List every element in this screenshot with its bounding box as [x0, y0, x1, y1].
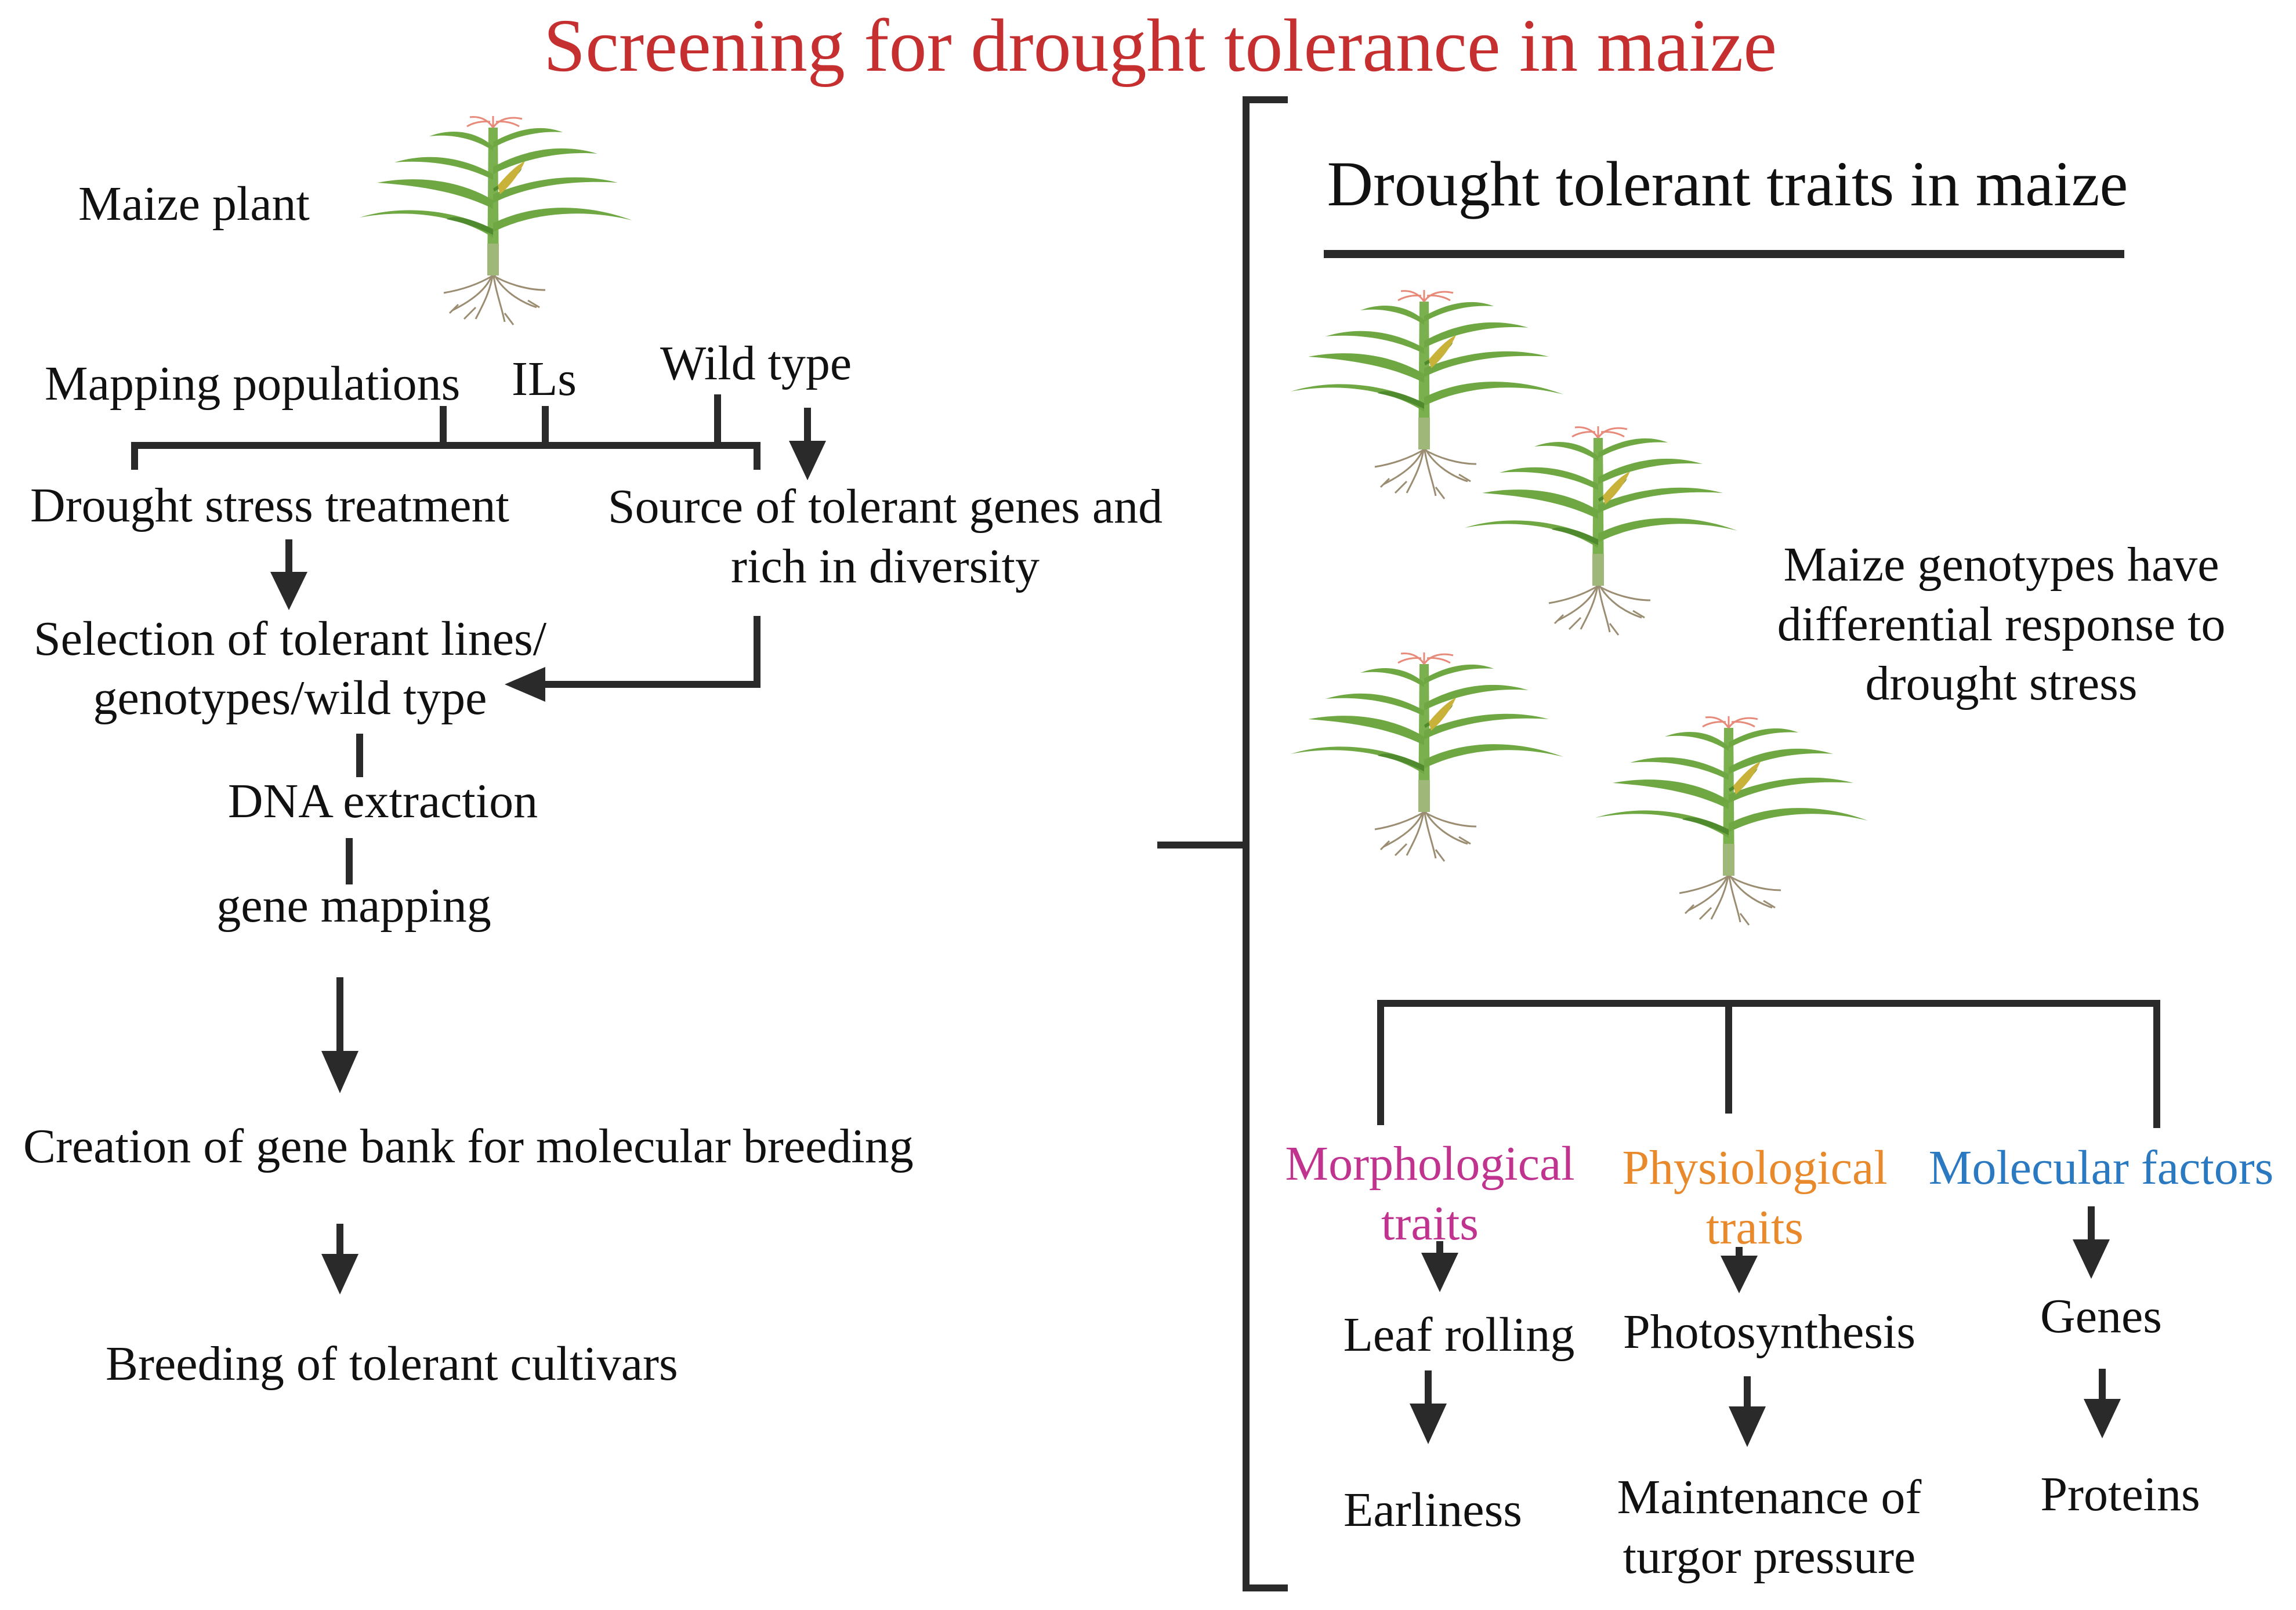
maize-plant-illustration-2	[1464, 425, 1739, 636]
maize-plant-illustration-3	[1290, 651, 1565, 862]
photosynthesis: Photosynthesis	[1623, 1305, 1916, 1359]
genotype-note-line2: differential response to	[1777, 597, 2226, 651]
genotype-note-line3: drought stress	[1865, 657, 2138, 710]
turgor-maintenance-line1: Maintenance of	[1617, 1470, 1922, 1524]
leaf-rolling: Leaf rolling	[1343, 1308, 1575, 1362]
maize-plant-illustration-4	[1594, 715, 1869, 926]
traits-arrows	[1410, 1206, 2121, 1447]
physiological-traits-label-line1: Physiological	[1622, 1141, 1888, 1195]
physiological-traits-label-line2: traits	[1706, 1201, 1804, 1254]
ils-label: ILs	[512, 352, 577, 406]
tolerant-source-line1: Source of tolerant genes and	[607, 480, 1163, 534]
selection-line1: Selection of tolerant lines/	[33, 612, 547, 666]
genotype-note-line1: Maize genotypes have	[1783, 538, 2219, 592]
morphological-traits-label-line1: Morphological	[1285, 1137, 1575, 1191]
maize-plant-illustration-1	[1290, 289, 1565, 500]
left-flow-connectors	[131, 394, 760, 884]
gene-mapping: gene mapping	[216, 879, 491, 933]
genes: Genes	[2040, 1289, 2162, 1343]
tolerant-source-line2: rich in diversity	[731, 539, 1040, 593]
wild-type-label: Wild type	[660, 336, 852, 390]
left-flow-arrows	[270, 408, 826, 1294]
drought-stress-treatment: Drought stress treatment	[30, 478, 509, 532]
maize-plant-label: Maize plant	[78, 177, 310, 231]
gene-bank-step: Creation of gene bank for molecular bree…	[23, 1119, 914, 1173]
right-panel-bracket	[1157, 96, 1288, 1591]
earliness: Earliness	[1343, 1483, 1522, 1537]
molecular-factors-label: Molecular factors	[1928, 1141, 2274, 1195]
dna-extraction: DNA extraction	[227, 774, 538, 828]
morphological-traits-label-line2: traits	[1381, 1196, 1479, 1250]
turgor-maintenance-line2: turgor pressure	[1623, 1530, 1916, 1584]
selection-line2: genotypes/wild type	[93, 671, 487, 725]
right-panel-heading: Drought tolerant traits in maize	[1327, 148, 2128, 219]
proteins: Proteins	[2040, 1467, 2200, 1521]
mapping-populations-label: Mapping populations	[45, 357, 461, 411]
traits-tree-connectors	[1377, 1000, 2160, 1128]
maize-plant-illustration	[358, 115, 633, 326]
breeding-step: Breeding of tolerant cultivars	[106, 1337, 678, 1391]
page-title: Screening for drought tolerance in maize	[543, 4, 1777, 88]
